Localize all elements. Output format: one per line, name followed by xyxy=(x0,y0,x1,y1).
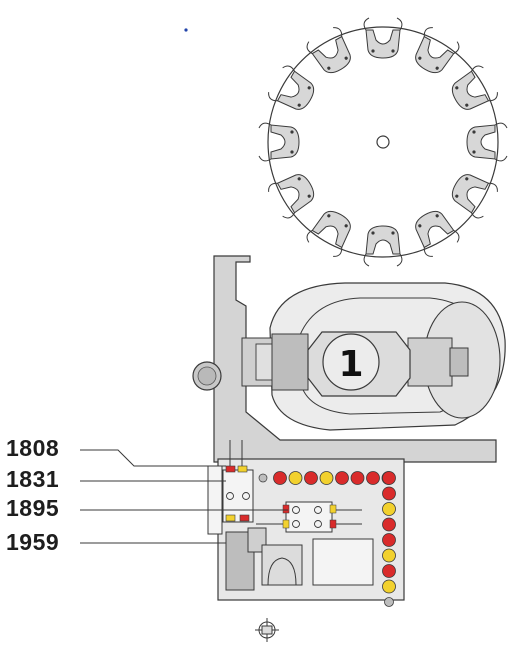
rotor-gripper xyxy=(268,174,315,219)
indicator-lamp xyxy=(273,471,287,485)
indicator-lamp xyxy=(304,471,318,485)
callout-label-1895: 1895 xyxy=(6,495,60,521)
indicator-lamp xyxy=(366,471,380,485)
callout-label-1831: 1831 xyxy=(6,466,60,492)
indicator-lamp xyxy=(382,579,396,594)
indicator-lamp xyxy=(350,471,365,485)
indicator-lamp xyxy=(384,597,394,607)
sensor-module xyxy=(285,501,333,533)
indicator-lamp xyxy=(382,517,396,532)
leader-1808 xyxy=(80,449,226,467)
sensor-block xyxy=(222,469,254,523)
indicator-lamp xyxy=(288,471,303,485)
rotor-gripper xyxy=(306,27,351,74)
rotor-gripper xyxy=(451,174,498,219)
rotor-gripper xyxy=(466,122,508,162)
rotor-gripper xyxy=(415,210,460,257)
rotor-wheel xyxy=(258,17,508,267)
indicator-lamp xyxy=(382,533,396,547)
rotor-gripper xyxy=(363,17,403,59)
indicator-lamp xyxy=(382,548,396,563)
rotor-gripper xyxy=(258,122,300,162)
callout-label-1808: 1808 xyxy=(6,435,60,461)
rotor-gripper xyxy=(451,65,498,110)
rotor-center-hole xyxy=(376,135,390,149)
turret-marking: 1 xyxy=(338,344,363,385)
callout-label-1959: 1959 xyxy=(6,529,60,555)
turret-dial xyxy=(322,333,380,391)
indicator-lamp xyxy=(382,564,396,578)
rotor-gripper xyxy=(363,225,403,267)
rotor-gripper xyxy=(306,210,351,257)
rotor-pitch-circle xyxy=(267,26,499,258)
indicator-lamp xyxy=(335,471,349,485)
indicator-lamp xyxy=(382,486,396,501)
indicator-lamp xyxy=(382,502,396,516)
sensor-panel xyxy=(207,440,405,607)
rotor-gripper xyxy=(268,65,315,110)
indicator-lamp-column xyxy=(382,471,396,607)
turret-housing: 1 xyxy=(241,282,506,431)
alignment-symbol xyxy=(255,618,279,642)
rotor-gripper xyxy=(415,27,460,74)
marker-dot xyxy=(184,28,188,32)
callout-leaders xyxy=(80,449,288,544)
indicator-lamp xyxy=(319,471,334,485)
indicator-lamp xyxy=(382,471,396,485)
